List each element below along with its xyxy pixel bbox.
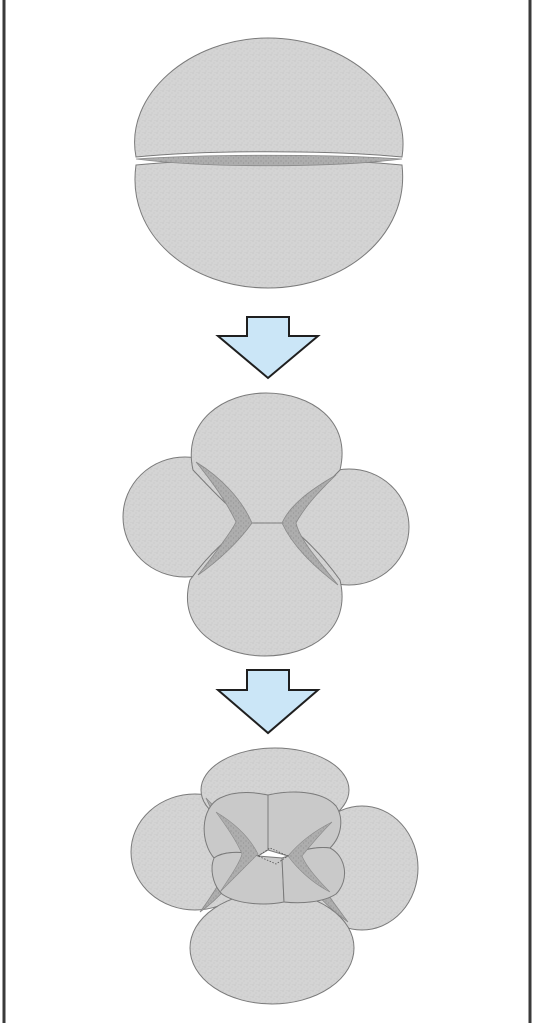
inner-cell-bottom-left [211,851,285,905]
cleavage-furrow [135,154,403,167]
four-cell-stage [122,392,410,657]
center-dotted-line [257,847,289,865]
overlap-right [281,474,339,586]
outer-cell-bottom [189,891,355,1005]
cell-top-half [134,37,404,158]
cell-bottom [187,522,343,657]
inner-cell-top-left [203,791,269,859]
two-cell-stage [134,37,404,289]
overlap-left [195,461,253,576]
eight-cell-stage [130,747,419,1005]
inner-overlap-right [287,821,333,893]
down-arrow-2 [215,669,321,735]
inner-overlap-left [215,811,259,893]
down-arrow-1 [215,316,321,380]
